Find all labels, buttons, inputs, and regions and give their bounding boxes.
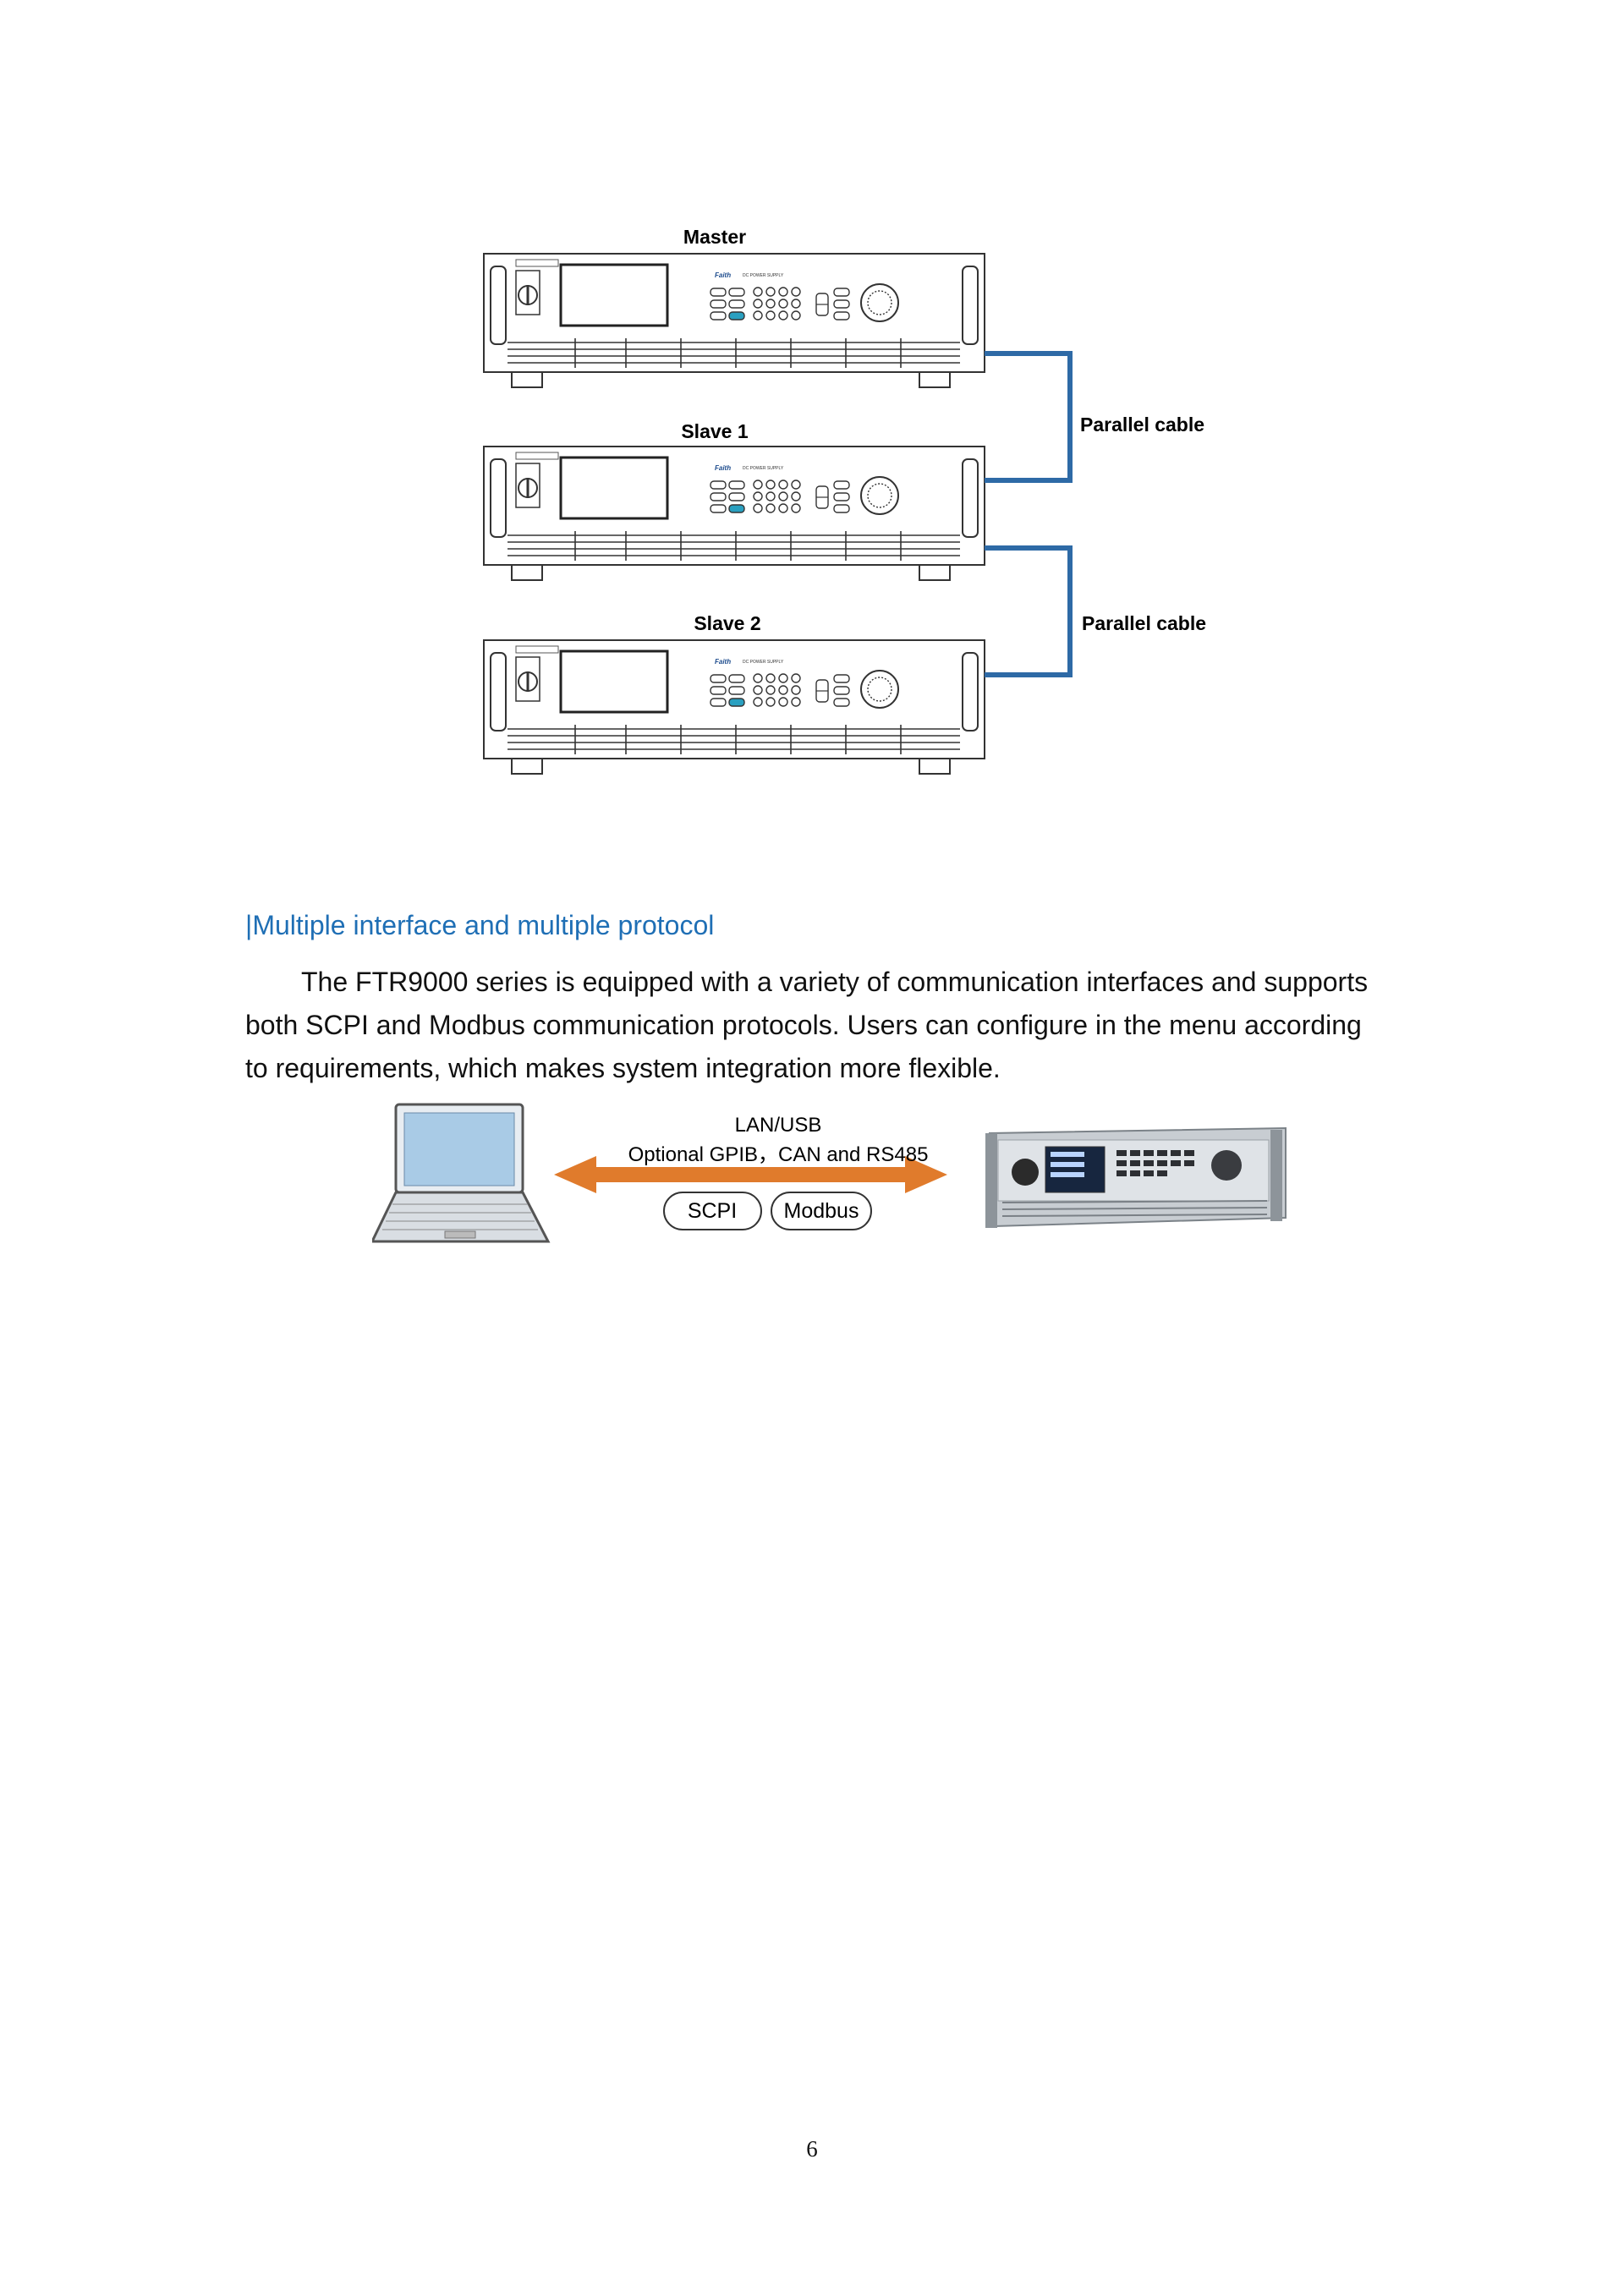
section-heading: |Multiple interface and multiple protoco… — [245, 910, 715, 940]
laptop-icon — [372, 1103, 551, 1243]
model-text-master: DC POWER SUPPLY — [743, 273, 784, 278]
communication-interface-diagram: LAN/USB Optional GPIB，CAN and RS485 SCPI… — [372, 1103, 1287, 1243]
brand-logo-slave-2: Faith — [715, 658, 731, 666]
parallel-connection-diagram: Master Faith DC POWER SUPPLY Slave 1 Fai… — [482, 226, 1206, 775]
parallel-cable-2 — [985, 545, 1073, 677]
body-paragraph: The FTR9000 series is equipped with a va… — [245, 967, 1369, 1083]
model-text-slave-2: DC POWER SUPPLY — [743, 660, 784, 665]
power-supply-master — [482, 252, 986, 389]
bidirectional-arrow — [554, 1156, 947, 1193]
protocol-badge-scpi — [663, 1192, 762, 1230]
cable-label-1: Parallel cable — [1080, 414, 1204, 436]
model-text-slave-1: DC POWER SUPPLY — [743, 466, 784, 471]
unit-label-slave-2: Slave 2 — [694, 612, 760, 634]
protocol-badge-modbus — [771, 1192, 872, 1230]
page-number: 6 — [806, 2136, 818, 2162]
brand-logo-master: Faith — [715, 271, 731, 279]
interface-line-2: Optional GPIB，CAN and RS485 — [628, 1143, 929, 1166]
brand-logo-slave-1: Faith — [715, 464, 731, 472]
cable-label-2: Parallel cable — [1082, 612, 1206, 634]
protocol-label-modbus: Modbus — [784, 1199, 859, 1223]
power-supply-slave-2 — [482, 638, 986, 775]
interface-line-1: LAN/USB — [735, 1114, 822, 1137]
unit-label-slave-1: Slave 1 — [681, 420, 748, 442]
power-supply-icon — [985, 1126, 1287, 1228]
parallel-cable-1 — [985, 351, 1073, 483]
unit-label-master: Master — [683, 226, 746, 248]
protocol-label-scpi: SCPI — [688, 1199, 737, 1223]
power-supply-slave-1 — [482, 445, 986, 582]
